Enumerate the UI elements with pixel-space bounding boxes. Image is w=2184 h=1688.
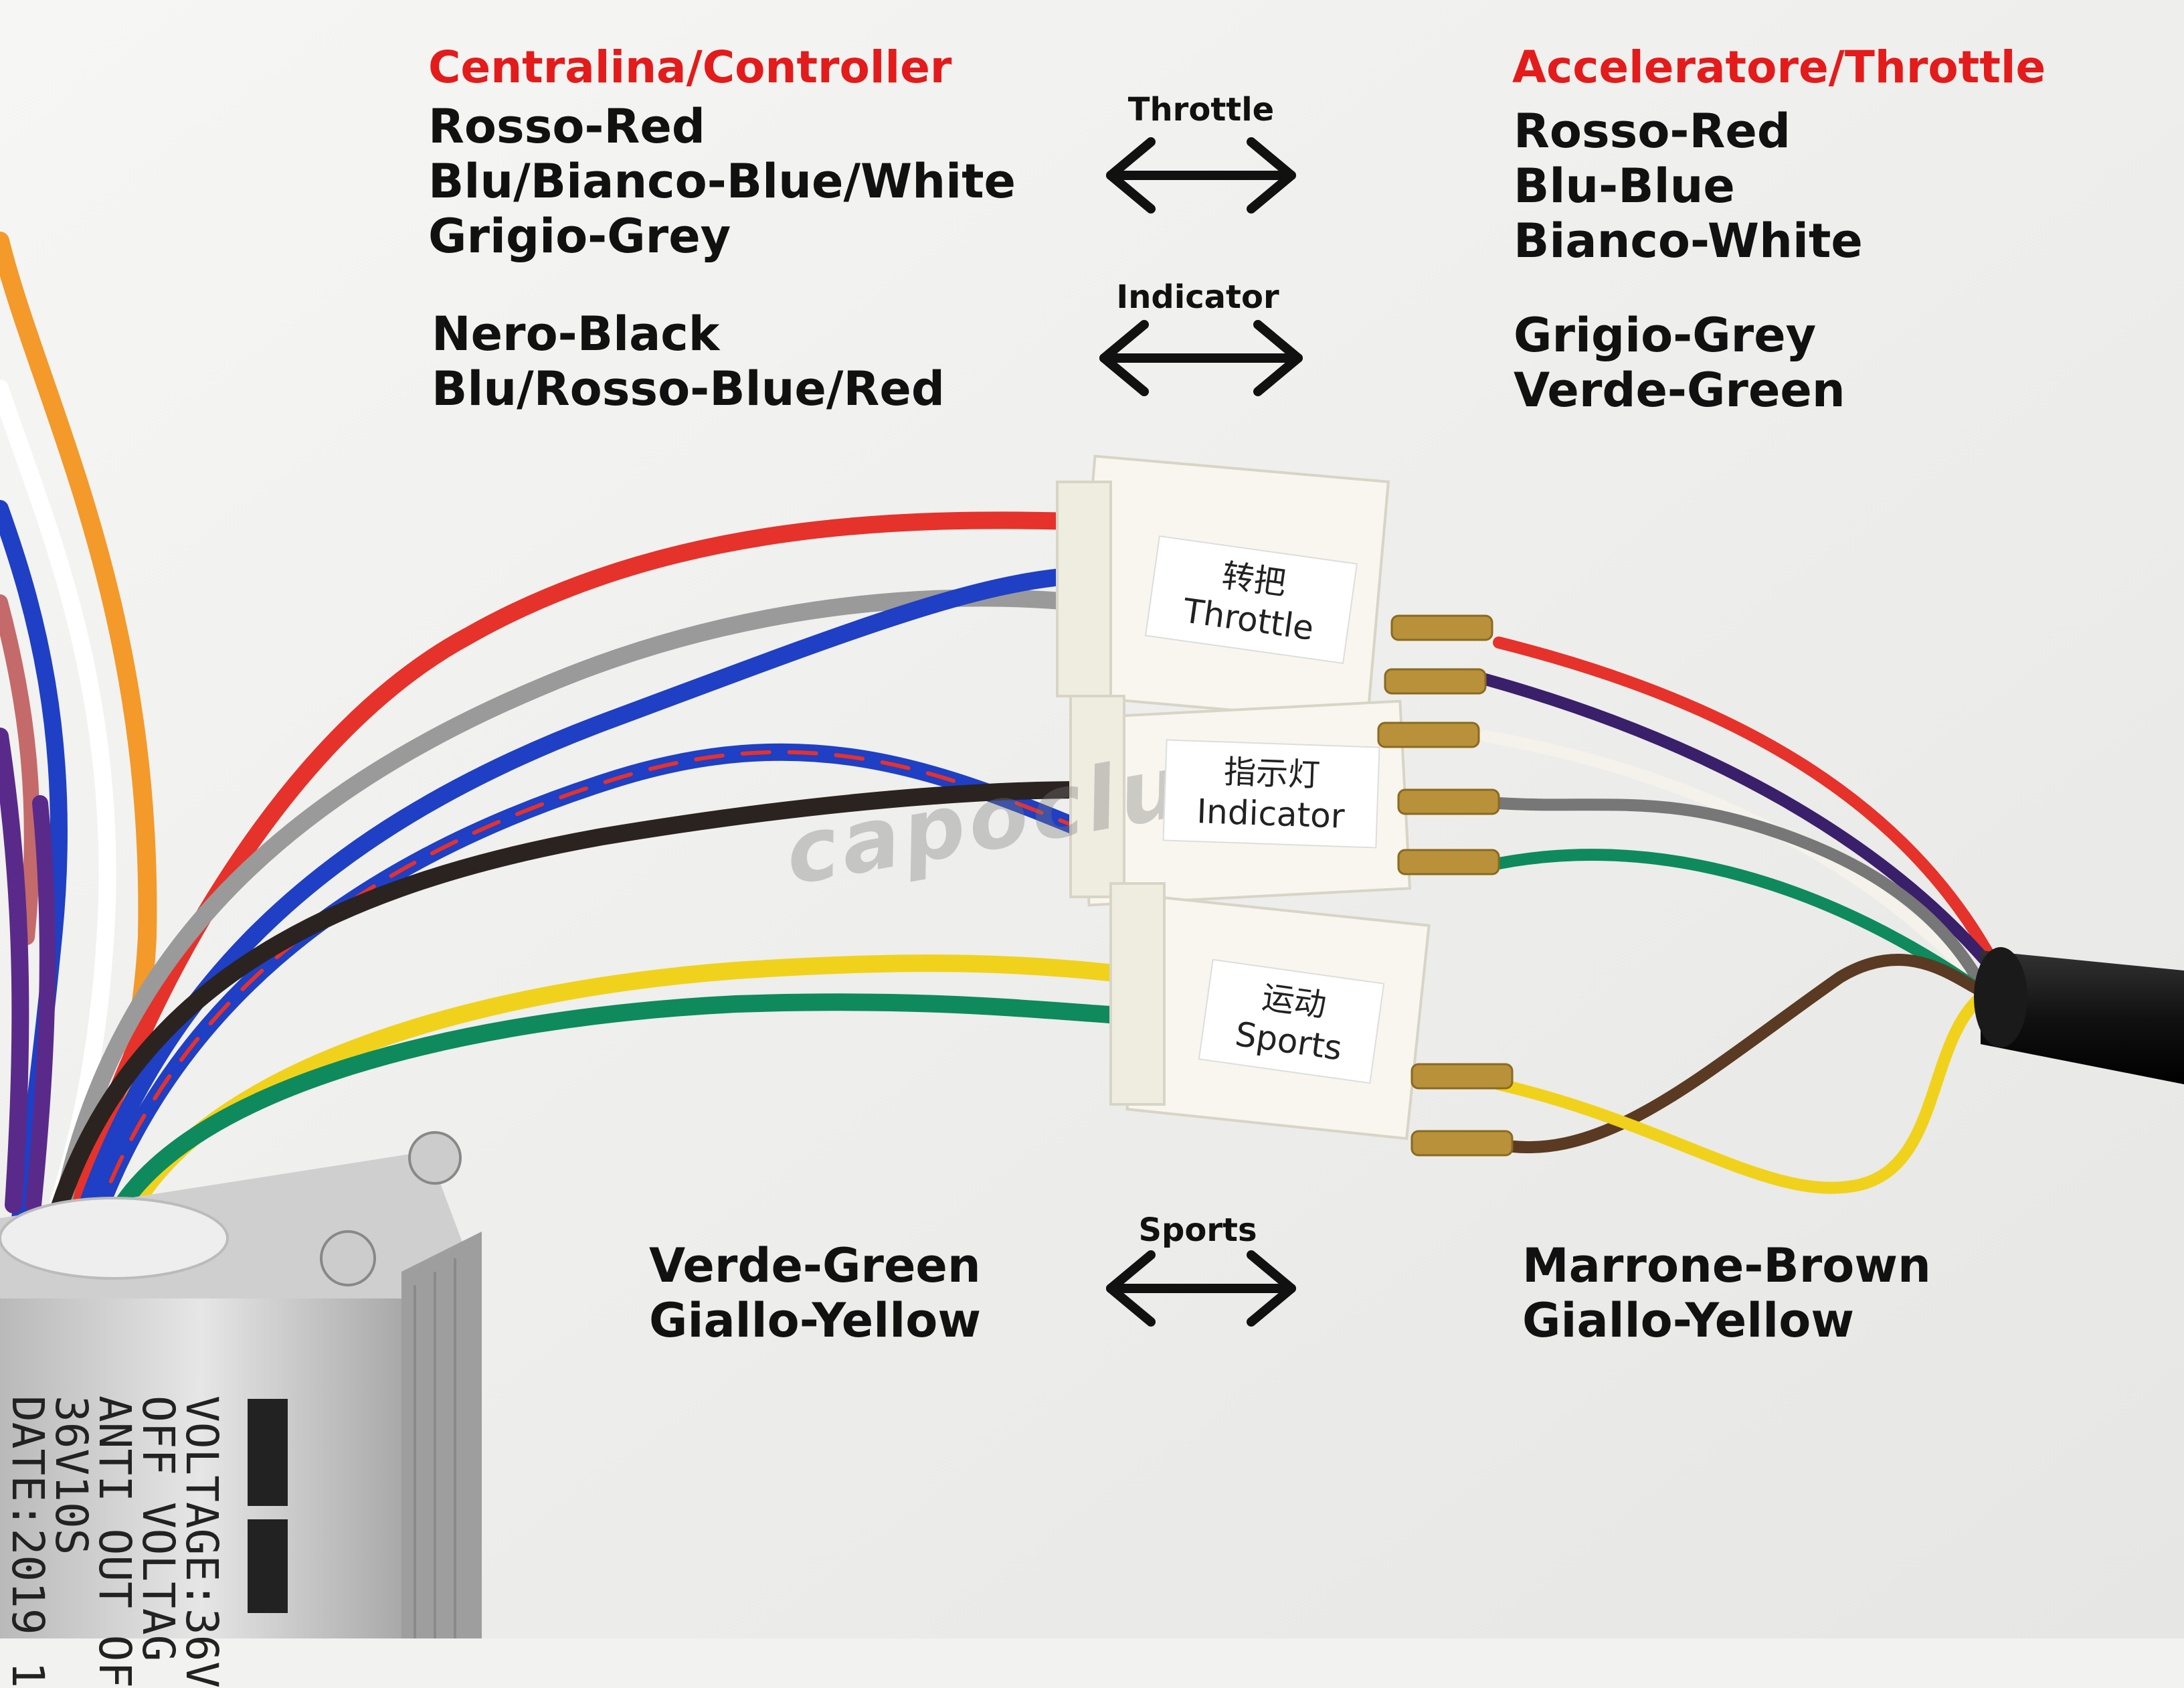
wire-label: Rosso-Red (1514, 104, 1791, 159)
throttle-cable-wires (1479, 637, 2000, 1194)
wire-label: Verde-Green (649, 1238, 981, 1293)
wire-label: Giallo-Yellow (649, 1293, 982, 1348)
wire-label: Verde-Green (1514, 363, 1845, 418)
throttle-arrow-label: Throttle (1127, 91, 1275, 129)
throttle-side-throttle-wires: Rosso-Red Blu-Blue Bianco-White (1514, 104, 1863, 268)
brass-terminals (1377, 614, 1514, 1157)
throttle-arrow (1106, 137, 1296, 214)
double-arrows (1099, 137, 1303, 1327)
wire-label: Bianco-White (1514, 214, 1863, 268)
wire-label: Rosso-Red (428, 99, 705, 154)
controller-throttle-wires: Rosso-Red Blu/Bianco-Blue/White Grigio-G… (428, 99, 1016, 264)
throttle-heading: Acceleratore/Throttle (1512, 41, 2046, 93)
throttle-side-sports-wires: Marrone-Brown Giallo-Yellow (1522, 1238, 1931, 1348)
controller-sports-wires: Verde-Green Giallo-Yellow (649, 1238, 981, 1348)
indicator-connector-en: Indicator (1196, 792, 1346, 836)
indicator-connector-label: 指示灯 Indicator (1162, 739, 1380, 849)
sports-arrow (1106, 1250, 1296, 1327)
wire-label: Nero-Black (432, 307, 720, 361)
wire-label: Marrone-Brown (1522, 1238, 1931, 1293)
controller-indicator-wires: Nero-Black Blu/Rosso-Blue/Red (432, 307, 945, 416)
indicator-connector-cn: 指示灯 (1223, 753, 1321, 794)
wire-label: Blu/Bianco-Blue/White (428, 154, 1016, 209)
indicator-arrow-label: Indicator (1116, 278, 1279, 316)
indicator-arrow (1099, 320, 1303, 396)
plate-line: DATE:2019 1 (2, 1396, 54, 1688)
wiring-photo (0, 0, 2184, 1638)
sports-arrow-label: Sports (1138, 1211, 1257, 1249)
black-cable (1981, 950, 2184, 1084)
wire-label: Blu/Rosso-Blue/Red (432, 361, 945, 416)
controller-heading: Centralina/Controller (428, 41, 952, 93)
wire-label: Blu-Blue (1514, 159, 1735, 214)
wire-label: Giallo-Yellow (1522, 1293, 1855, 1348)
controller-box (0, 1131, 482, 1638)
controller-wires (45, 511, 1160, 1234)
wire-label: Grigio-Grey (1514, 308, 1817, 363)
wire-label: Grigio-Grey (428, 209, 731, 264)
throttle-side-indicator-wires: Grigio-Grey Verde-Green (1514, 308, 1845, 418)
